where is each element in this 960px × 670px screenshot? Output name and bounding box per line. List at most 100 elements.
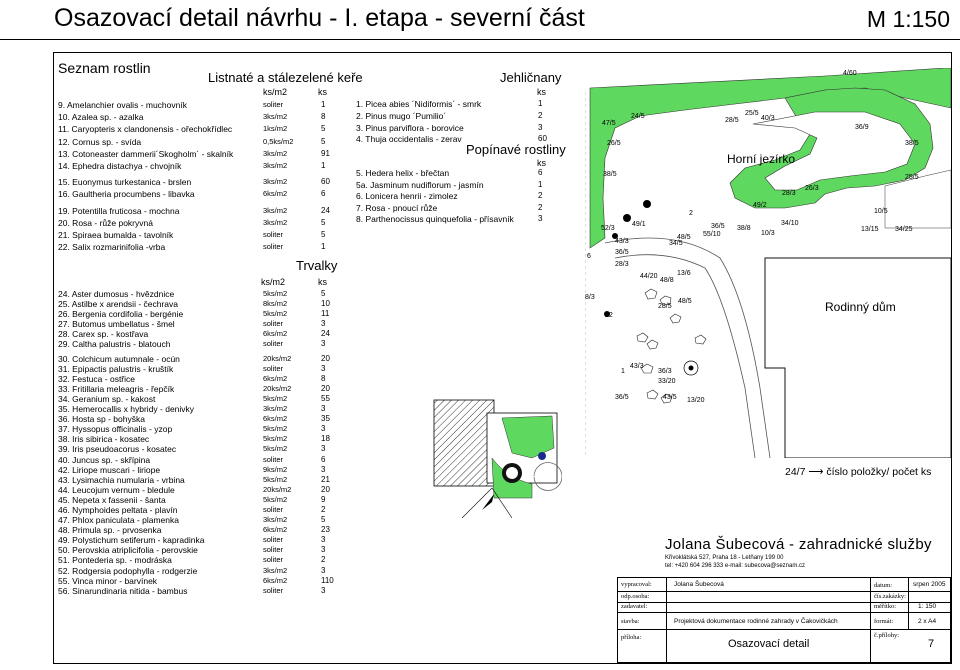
company-block: Jolana Šubecová - zahradnické služby Kři…	[665, 536, 932, 569]
pond-label: Horní jezírko	[727, 152, 796, 166]
plant-unit: 6ks/m2	[263, 189, 288, 199]
plant-name: 26. Bergenia cordifolia - bergénie	[58, 309, 184, 320]
plant-name: 7. Rosa - pnoucí růže	[356, 202, 438, 213]
plant-unit: 3ks/m2	[263, 515, 288, 525]
plant-name: 2. Pinus mugo ´Pumilio´	[356, 110, 447, 121]
perennials-count-header: ks	[318, 277, 327, 287]
plant-name: 31. Epipactis palustris - kruštík	[58, 363, 174, 374]
plant-unit: soliter	[263, 555, 284, 565]
plant-name: 10. Azalea sp. - azalka	[58, 112, 144, 123]
plan-number-label: 49/1	[632, 221, 646, 228]
key-map-drawing	[433, 399, 563, 519]
plant-count: 21	[321, 474, 330, 484]
plan-number-label: 24/5	[631, 113, 645, 120]
page-title: Osazovací detail návrhu - I. etapa - sev…	[54, 4, 585, 32]
plan-number-label: 43/5	[663, 394, 677, 401]
plant-count: 3	[321, 444, 326, 454]
plan-number-label: 34/10	[781, 220, 799, 227]
plan-number-label: 48/8	[660, 277, 674, 284]
plant-unit: soliter	[263, 363, 284, 373]
plan-number-label: 10/5	[874, 208, 888, 215]
plant-row: 35. Hemerocallis x hybridy - denivky 3ks/…	[58, 404, 348, 414]
plant-count: 3	[321, 535, 326, 545]
tb-stavba-label: stavba:	[621, 618, 640, 625]
plant-name: 52. Rodgersia podophylla - rodgerzie	[58, 565, 198, 576]
plan-number-label: 34/25	[895, 226, 913, 233]
plant-count: 3	[321, 319, 326, 329]
plant-name: 44. Leucojum vernum - bledule	[58, 484, 175, 495]
plant-unit: 3ks/m2	[263, 217, 288, 227]
tb-priloha-value: Osazovací detail	[728, 638, 810, 650]
plant-name: 21. Spiraea bumalda - tavolník	[58, 229, 174, 240]
plant-count: 20	[321, 484, 330, 494]
north-arrow-head	[482, 494, 494, 510]
plant-unit: 3ks/m2	[263, 404, 288, 414]
plant-name: 32. Festuca - ostřice	[58, 373, 136, 384]
plant-unit: 0,5ks/m2	[263, 136, 294, 146]
plan-number-label: 10/3	[761, 230, 775, 237]
plant-unit: soliter	[263, 100, 284, 109]
plan-number-label: 47/5	[602, 120, 616, 127]
plant-count: 2	[321, 504, 326, 514]
plant-unit: 9ks/m2	[263, 464, 288, 474]
plant-row: 13. Cotoneaster dammerii´Skogholm´ - ska…	[58, 149, 348, 161]
plan-number-label: 28/5	[658, 303, 672, 310]
house-outline	[764, 257, 952, 459]
plant-unit: 6ks/m2	[263, 329, 288, 339]
plant-unit: 5ks/m2	[263, 474, 288, 484]
plan-number-label: 43/3	[630, 363, 644, 370]
conifers-title: Jehličnany	[500, 70, 562, 85]
plant-name: 3. Pinus parviflora - borovice	[356, 122, 464, 133]
plan-number-label: 26/5	[607, 140, 621, 147]
plant-unit: 5ks/m2	[263, 424, 288, 434]
climbers-title: Popínavé rostliny	[466, 142, 566, 157]
company-address: Křivoklátská 527, Praha 18 - Letňany 199…	[665, 555, 784, 561]
header: Osazovací detail návrhu - I. etapa - sev…	[0, 0, 960, 40]
tb-prilohy-label: č.přílohy:	[874, 632, 900, 639]
tb-meritko-value: 1: 150	[918, 603, 937, 610]
plant-name: 55. Vinca minor - barvínek	[58, 575, 158, 586]
plan-number-label: 25/5	[905, 174, 919, 181]
perennials-unit-header: ks/m2	[261, 277, 286, 287]
plant-row: 8. Parthenocissus quinquefolia - přísavn…	[356, 214, 551, 226]
plan-number-label: 36/5	[711, 223, 725, 230]
plant-count: 5	[321, 289, 326, 298]
plant-unit: soliter	[263, 229, 284, 239]
plant-count: 5	[321, 229, 326, 239]
legend: 24/7 ⟶ číslo položky/ počet ks	[785, 466, 932, 478]
plan-number-label: 22	[605, 312, 613, 319]
plan-number-label: 48/5	[678, 298, 692, 305]
tb-prilohy-value: 7	[928, 638, 935, 650]
plan-number-label: 1	[621, 368, 625, 375]
plant-name: 35. Hemerocallis x hybridy - denivky	[58, 404, 195, 415]
plant-name: 4. Thuja occidentalis - zerav	[356, 134, 462, 145]
plant-count: 60	[321, 177, 330, 187]
plant-count: 55	[321, 393, 330, 403]
conifers-count-header: ks	[537, 87, 546, 97]
plant-unit: soliter	[263, 504, 284, 514]
plan-number-label: 36/9	[855, 124, 869, 131]
plant-name: 30. Colchicum autumnale - ocún	[58, 353, 180, 364]
tb-zakazky-label: čís.zakázky:	[874, 593, 906, 600]
plan-number-label: 28/3	[782, 190, 796, 197]
plant-unit: 5ks/m2	[263, 289, 288, 298]
plant-unit: soliter	[263, 454, 284, 464]
climbers-count-header: ks	[537, 158, 546, 168]
plant-list-title: Seznam rostlin	[58, 60, 151, 76]
plant-name: 1. Picea abies ´Nidiformis´ - smrk	[356, 99, 482, 109]
key-map-tree-inner	[506, 467, 518, 479]
